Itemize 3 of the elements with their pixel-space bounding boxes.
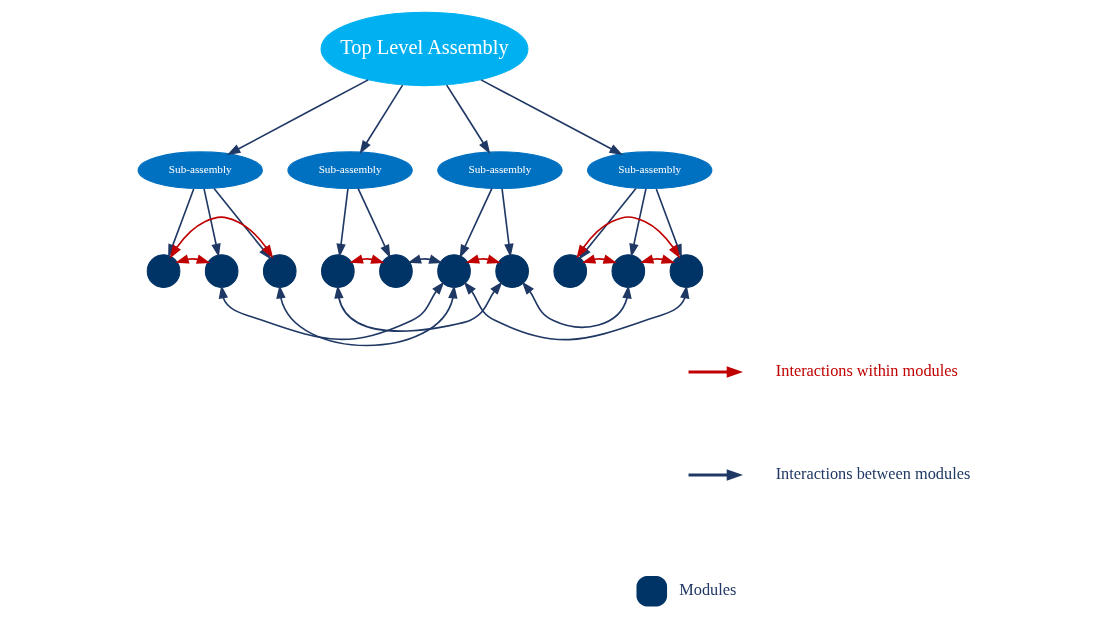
legend-label: Interactions between modules	[775, 463, 970, 483]
legend-label: Modules	[678, 580, 736, 600]
legend-label: Interactions within modules	[775, 360, 958, 380]
